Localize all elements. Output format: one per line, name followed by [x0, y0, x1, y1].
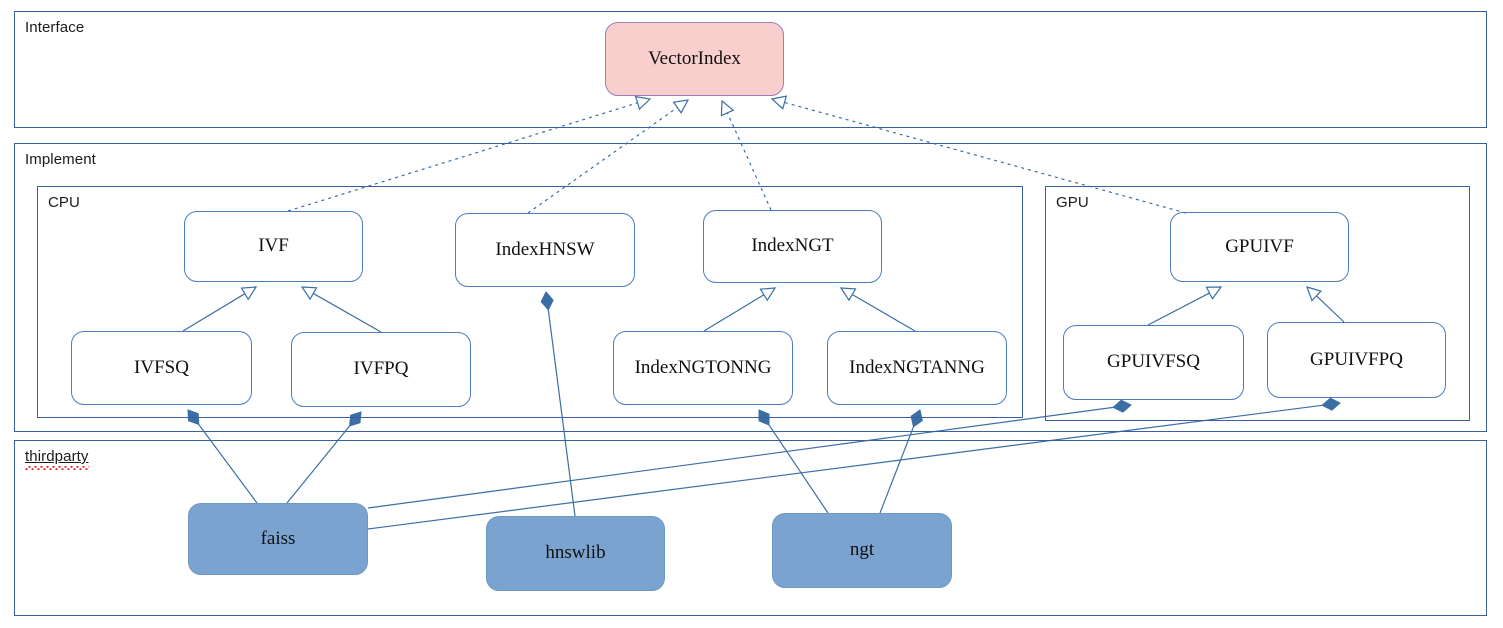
node-hnswlib[interactable]: hnswlib: [486, 516, 665, 591]
node-gpuivfpq[interactable]: GPUIVFPQ: [1267, 322, 1446, 398]
container-label-thirdparty: thirdparty: [25, 448, 89, 470]
container-interface: [14, 11, 1487, 128]
node-indexngt[interactable]: IndexNGT: [703, 210, 882, 283]
node-gpuivf[interactable]: GPUIVF: [1170, 212, 1349, 282]
node-indexhnsw[interactable]: IndexHNSW: [455, 213, 635, 287]
container-cpu: [37, 186, 1023, 418]
node-vectorindex[interactable]: VectorIndex: [605, 22, 784, 96]
spellcheck-squiggle-icon: [25, 466, 89, 470]
container-thirdparty: [14, 440, 1487, 616]
container-gpu: [1045, 186, 1470, 421]
container-label-gpu: GPU: [1056, 194, 1089, 211]
container-implement: [14, 143, 1487, 432]
node-indexngtanng[interactable]: IndexNGTANNG: [827, 331, 1007, 405]
node-ivfpq[interactable]: IVFPQ: [291, 332, 471, 407]
node-faiss[interactable]: faiss: [188, 503, 368, 575]
node-ivfsq[interactable]: IVFSQ: [71, 331, 252, 405]
node-ivf[interactable]: IVF: [184, 211, 363, 282]
node-indexngtonng[interactable]: IndexNGTONNG: [613, 331, 793, 405]
container-label-cpu: CPU: [48, 194, 80, 211]
node-gpuivfsq[interactable]: GPUIVFSQ: [1063, 325, 1244, 400]
container-label-interface: Interface: [25, 19, 85, 36]
node-ngt[interactable]: ngt: [772, 513, 952, 588]
container-label-implement: Implement: [25, 151, 96, 168]
